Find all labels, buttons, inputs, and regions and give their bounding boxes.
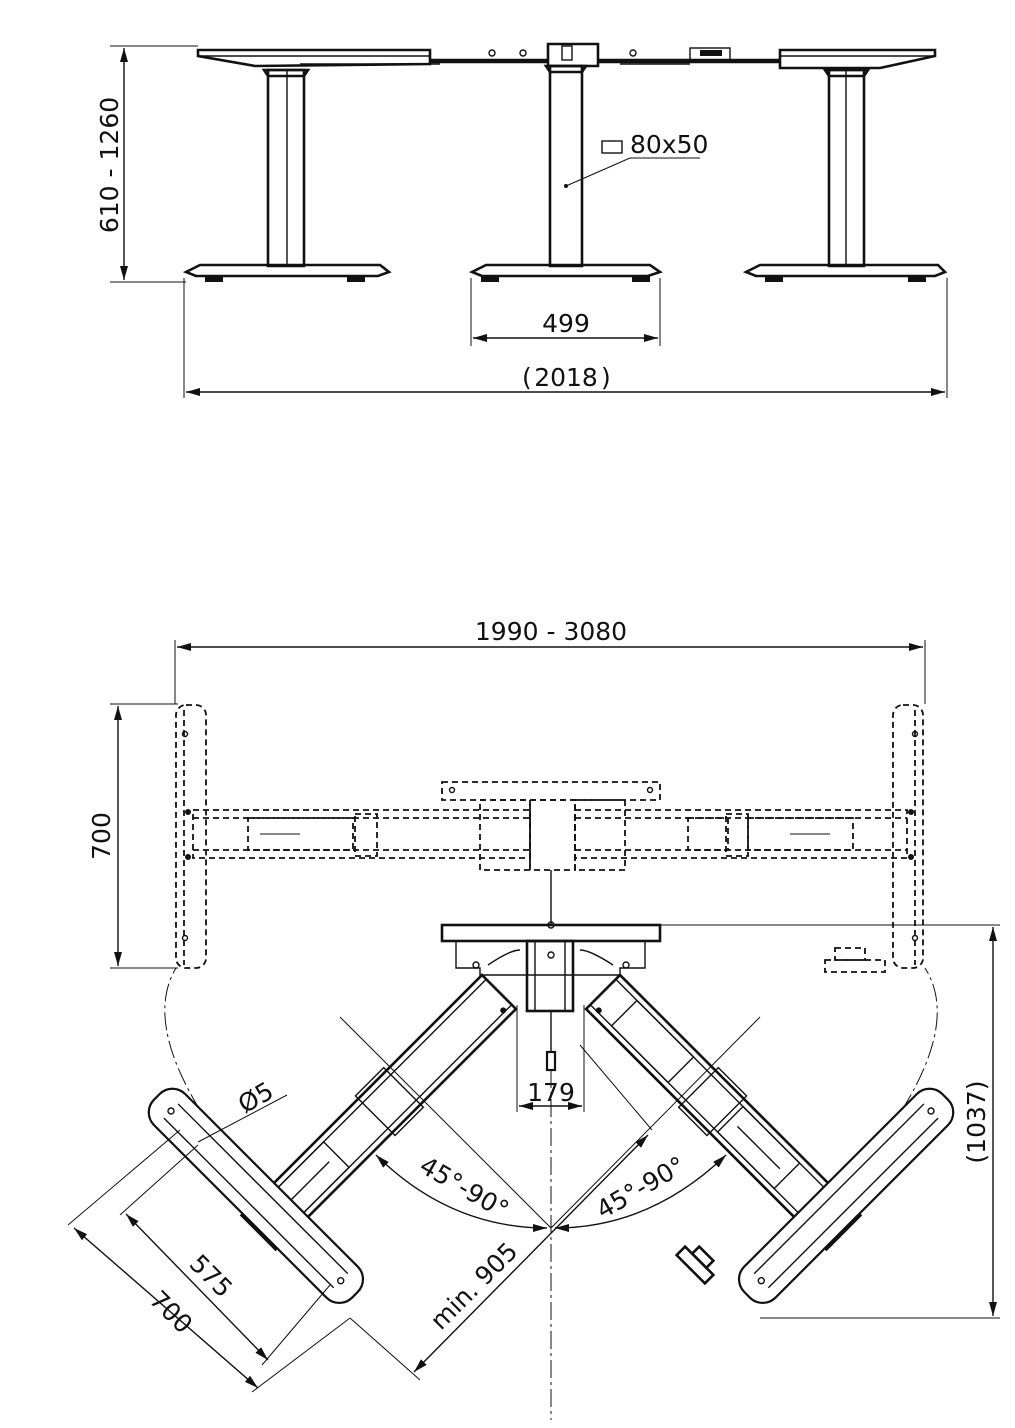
depth-dim-label: 700 [87, 812, 116, 860]
leg-column-right [822, 68, 871, 268]
height-dimension: 610 - 1260 [95, 45, 198, 283]
desk-top-side [196, 42, 937, 70]
right-dim-label: 1037 [962, 1090, 991, 1154]
leg-column-left [261, 68, 311, 268]
depth-dimension: 700 [87, 703, 178, 969]
foot-left [182, 263, 392, 282]
foot-outer-label: 700 [144, 1285, 198, 1339]
svg-text:(1037): (1037) [962, 1080, 991, 1163]
angled-foot-left [147, 1087, 365, 1305]
bracket-detail-upper [824, 947, 886, 973]
foot-inner-label: 575 [184, 1249, 238, 1303]
center-plate [440, 923, 662, 1072]
svg-text:): ) [601, 363, 611, 392]
angled-foot-right [737, 1087, 955, 1305]
leg-column-center [543, 64, 589, 268]
top-view: 1990 - 3080 700 [67, 617, 1000, 1420]
foot-width-dimension: 499 [470, 278, 661, 346]
side-view: 610 - 1260 80x50 499 ( 2018 ) [95, 42, 948, 398]
center-dim-label: 179 [527, 1078, 575, 1107]
angle-right-label: 45°-90° [591, 1151, 690, 1225]
profile-label: 80x50 [630, 130, 708, 159]
bracket-detail-lower [674, 1244, 716, 1286]
width-dim-label: 2018 [534, 363, 598, 392]
center-width-dimension: 179 [516, 1005, 585, 1112]
overall-width-dimension: ( 2018 ) [183, 278, 948, 398]
min-dim-label: min. 905 [425, 1237, 524, 1336]
hole-dim-label: Ø5 [233, 1076, 278, 1119]
top-width-dimension: 1990 - 3080 [174, 617, 926, 704]
swing-arc [164, 967, 201, 1111]
foot-center [468, 263, 663, 282]
right-depth-dimension: (1037) [620, 924, 1000, 1319]
foot-dim-label: 499 [542, 309, 590, 338]
height-dim-label: 610 - 1260 [95, 97, 124, 233]
profile-leader: 80x50 [565, 130, 708, 187]
straight-frame-dashed [175, 704, 924, 969]
foot-right [742, 263, 948, 282]
angled-beam-right [584, 973, 863, 1252]
svg-text:(: ( [522, 363, 532, 392]
top-width-label: 1990 - 3080 [475, 617, 627, 646]
